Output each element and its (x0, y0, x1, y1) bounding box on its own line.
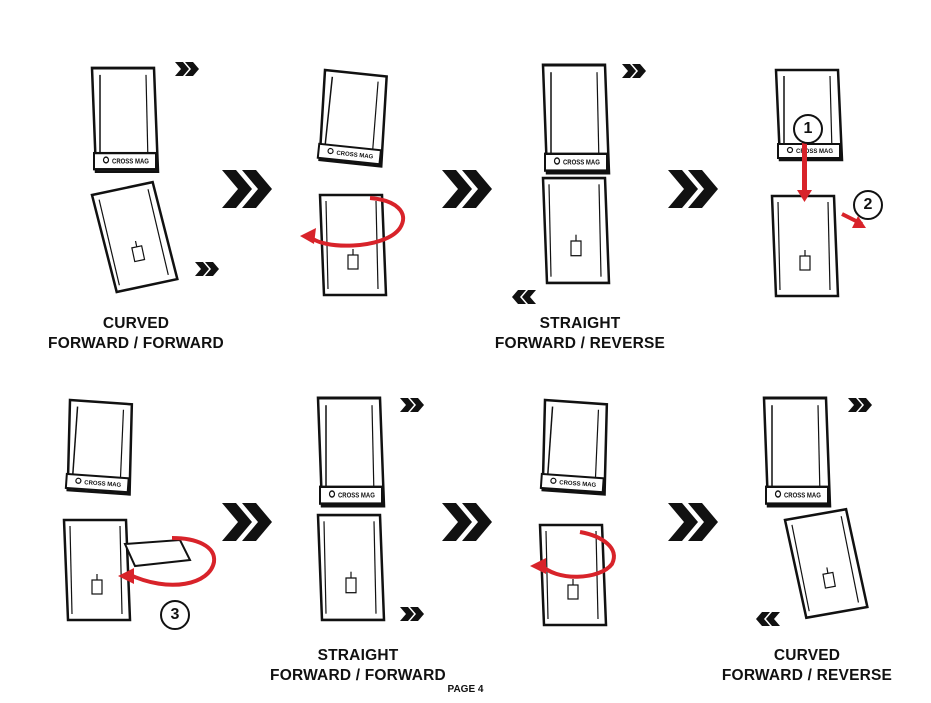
chevron-double-right-icon (668, 503, 718, 541)
rotation-arrow-icon (300, 228, 316, 244)
caption-line: FORWARD / FORWARD (48, 335, 224, 352)
caption-line: STRAIGHT (539, 315, 621, 332)
chevron-double-left-icon (756, 612, 780, 626)
chevron-double-right-icon (195, 262, 219, 276)
chevron-double-right-icon (622, 64, 646, 78)
caption-line: FORWARD / FORWARD (270, 667, 446, 684)
panel-curved-forward-reverse (756, 396, 872, 626)
step-badge-1: 1 (793, 114, 823, 144)
rotation-arrow-icon (118, 568, 134, 584)
caption-line: FORWARD / REVERSE (721, 667, 893, 684)
caption-curved-forward-forward: CURVED FORWARD / FORWARD (36, 314, 236, 354)
chevron-double-right-icon (848, 398, 872, 412)
caption-line: CURVED (102, 315, 170, 332)
caption-straight-forward-reverse: STRAIGHT FORWARD / REVERSE (480, 314, 680, 354)
chevron-double-right-icon (222, 503, 272, 541)
chevron-double-right-icon (400, 398, 424, 412)
chevron-double-right-icon (175, 62, 199, 76)
panel-straight-forward-forward (316, 396, 424, 622)
page-number: PAGE 4 (447, 684, 484, 695)
panel-curved-forward-forward (90, 62, 219, 295)
caption-straight-forward-forward: STRAIGHT FORWARD / FORWARD (258, 646, 458, 686)
panel-rotate-lower (300, 68, 406, 297)
panel-release-steps (770, 68, 866, 298)
panel-rotate-step-3 (62, 398, 217, 622)
chevron-double-left-icon (512, 290, 536, 304)
chevron-double-right-icon (222, 170, 272, 208)
right-arrow-icon (852, 216, 866, 228)
step-badge-2: 2 (853, 190, 883, 220)
panel-rotate-upper (530, 398, 616, 627)
step-badge-3: 3 (160, 600, 190, 630)
caption-line: STRAIGHT (317, 647, 399, 664)
chevron-double-right-icon (400, 607, 424, 621)
caption-curved-forward-reverse: CURVED FORWARD / REVERSE (707, 646, 907, 686)
panel-straight-forward-reverse (512, 63, 646, 304)
chevron-double-right-icon (442, 503, 492, 541)
caption-line: CURVED (773, 647, 841, 664)
down-arrow-icon (797, 190, 812, 202)
chevron-double-right-icon (668, 170, 718, 208)
caption-line: FORWARD / REVERSE (494, 335, 666, 352)
chevron-double-right-icon (442, 170, 492, 208)
rotation-arrow-icon (530, 558, 546, 574)
